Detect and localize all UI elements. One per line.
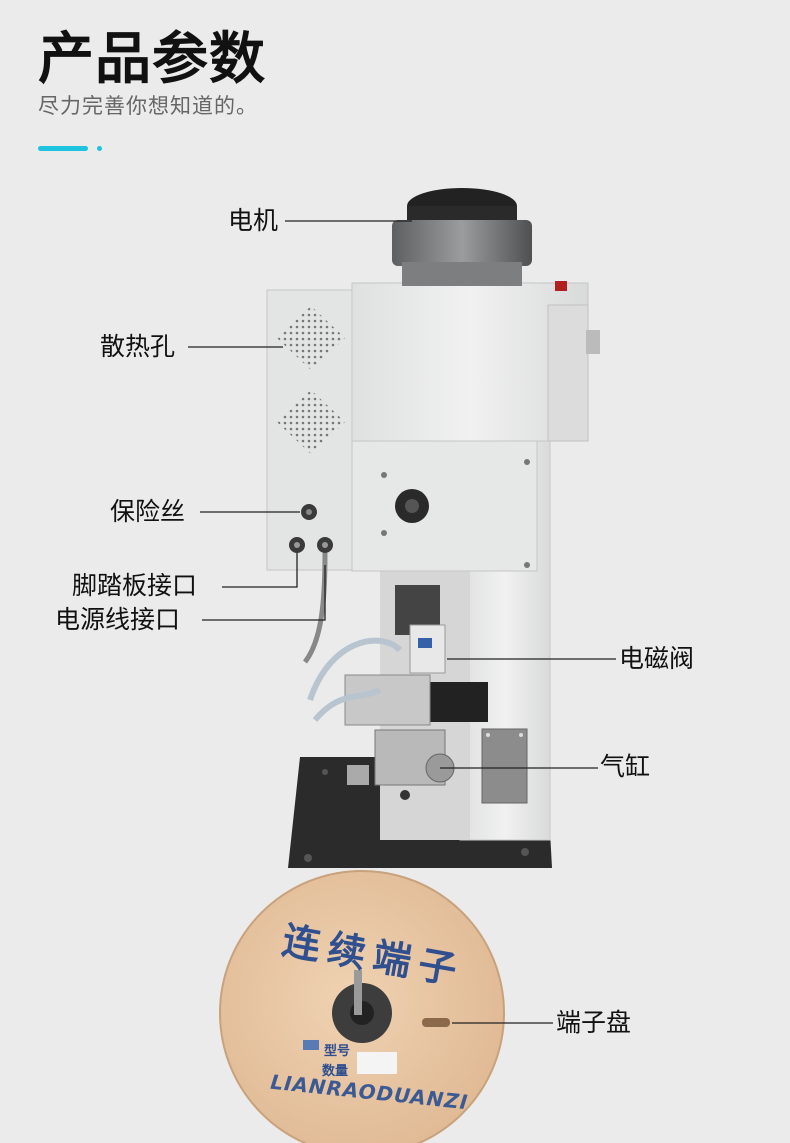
page-title: 产品参数 [38,27,266,92]
callout-terminal-reel: 端子盘 [556,1008,632,1037]
accent-dot [97,146,102,151]
callout-vent: 散热孔 [100,332,176,361]
reel-label-qty: 数量 [322,1064,349,1079]
leader-pedal [222,553,298,588]
motor [392,188,532,286]
callout-motor: 电机 [228,206,279,235]
callout-cylinder: 气缸 [600,752,651,781]
leader-power [202,565,326,621]
upper-housing [266,281,600,572]
callout-solenoid-valve: 电磁阀 [619,644,695,673]
accent-bar [38,146,88,151]
pneumatic-assembly [307,585,488,800]
callout-fuse: 保险丝 [110,497,186,526]
terminal-reel [219,870,505,1143]
reel-label-model: 型号 [324,1044,351,1059]
callout-pedal-port: 脚踏板接口 [72,571,198,600]
page-subtitle: 尽力完善你想知道的。 [38,94,258,118]
callout-power-port: 电源线接口 [55,605,181,634]
